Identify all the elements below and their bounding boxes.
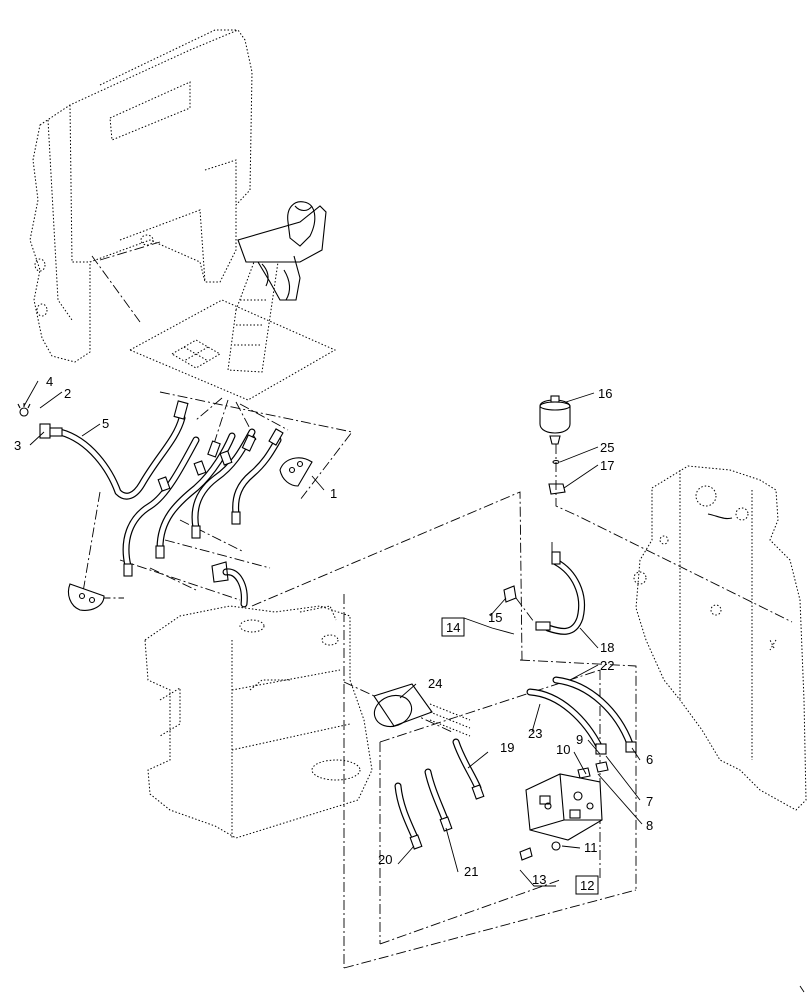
callout-19: 19 [500, 740, 514, 755]
callout-22: 22 [600, 658, 614, 673]
callout-4: 4 [46, 374, 53, 389]
accumulator [539, 395, 793, 623]
callout-21: 21 [464, 864, 478, 879]
left-hose-group [17, 391, 353, 611]
joystick-assembly [227, 201, 327, 373]
callout-1: 1 [330, 486, 337, 501]
callout-9: 9 [576, 732, 583, 747]
leader-lines [23, 380, 643, 887]
right-frame [633, 465, 807, 811]
hose-24-bundle [373, 683, 471, 737]
valve-hoses [394, 676, 637, 850]
hose-18 [503, 542, 585, 635]
corner-mark [799, 985, 805, 993]
callout-5: 5 [102, 416, 109, 431]
callout-12: 12 [580, 878, 594, 893]
callout-7: 7 [646, 794, 653, 809]
callout-3: 3 [14, 438, 21, 453]
phantom-envelope [251, 491, 637, 969]
control-valve [519, 761, 609, 861]
callout-11: 11 [584, 840, 598, 855]
callout-25: 25 [600, 440, 614, 455]
callout-2: 2 [64, 386, 71, 401]
callout-24: 24 [428, 676, 442, 691]
callout-17: 17 [600, 458, 614, 473]
callout-8: 8 [646, 818, 653, 833]
callout-13: 13 [532, 872, 546, 887]
boxed-callouts: 14 12 [441, 617, 599, 895]
callout-23: 23 [528, 726, 542, 741]
callout-14: 14 [446, 620, 460, 635]
callout-labels: 1 2 3 4 5 6 7 8 9 10 11 13 15 16 17 18 1… [14, 374, 653, 887]
callout-20: 20 [378, 852, 392, 867]
floor-plate-phantom [128, 299, 337, 401]
callout-18: 18 [600, 640, 614, 655]
callout-16: 16 [598, 386, 612, 401]
callout-12-box [575, 875, 599, 895]
chassis-frame [144, 605, 373, 839]
callout-6: 6 [646, 752, 653, 767]
callout-15: 15 [488, 610, 502, 625]
cab-frame [29, 29, 253, 363]
callout-10: 10 [556, 742, 570, 757]
callout-14-box [441, 617, 465, 637]
